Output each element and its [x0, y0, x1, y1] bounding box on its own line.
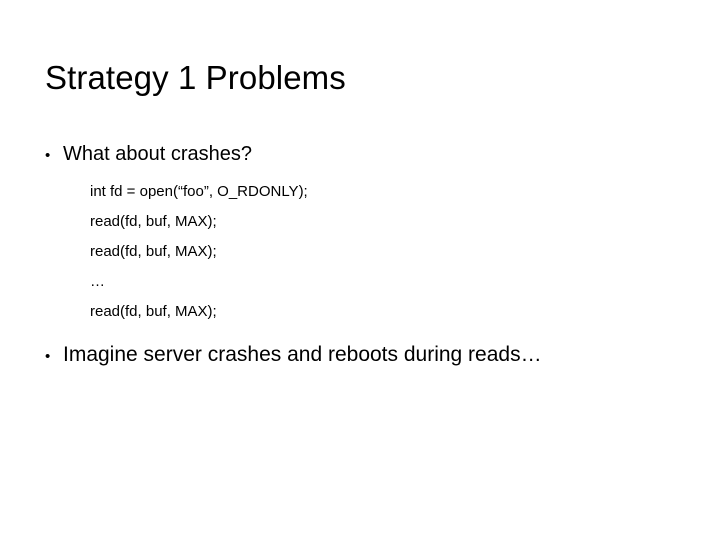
page-title: Strategy 1 Problems [45, 59, 346, 96]
slide-body: • What about crashes? int fd = open(“foo… [45, 140, 685, 371]
bullet-point-icon: • [45, 348, 51, 365]
code-line: read(fd, buf, MAX); [90, 243, 217, 260]
bullet-label: What about crashes? [63, 143, 252, 165]
code-line-ellipsis: … [90, 273, 105, 290]
bullet-item-crashes: • What about crashes? [45, 140, 685, 170]
code-line: int fd = open(“foo”, O_RDONLY); [90, 183, 308, 200]
bullet-item-imagine: • Imagine server crashes and reboots dur… [45, 341, 685, 371]
code-block: int fd = open(“foo”, O_RDONLY); read(fd,… [90, 177, 685, 327]
code-line: read(fd, buf, MAX); [90, 213, 217, 230]
bullet-point-icon: • [45, 147, 51, 164]
code-line: read(fd, buf, MAX); [90, 303, 217, 320]
bullet-label: Imagine server crashes and reboots durin… [63, 343, 542, 366]
